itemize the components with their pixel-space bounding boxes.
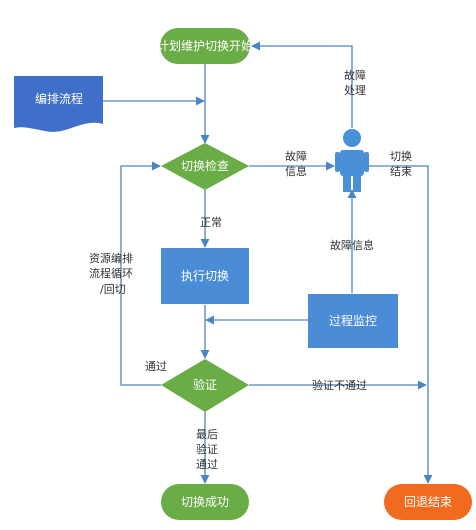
label-fault-info-a2: 信息 xyxy=(285,164,307,178)
label-loop-2: 流程循环 xyxy=(89,266,133,280)
label-final-3: 通过 xyxy=(196,458,218,471)
person-icon xyxy=(335,129,369,192)
label-passed: 通过 xyxy=(145,360,167,373)
label-switch-end-1: 切换 xyxy=(390,149,412,163)
orchestrate-document: 编排流程 xyxy=(14,76,103,132)
edge-person-rollback xyxy=(366,165,433,484)
label-switch-end-2: 结束 xyxy=(390,165,412,178)
rollback-node: 回退结束 xyxy=(384,484,472,520)
rollback-label: 回退结束 xyxy=(404,495,452,509)
edge-person-start xyxy=(251,41,353,128)
label-fault-info-b: 故障信息 xyxy=(330,238,374,252)
label-fault-handle-2: 处理 xyxy=(344,84,366,97)
execute-process: 执行切换 xyxy=(161,248,249,304)
label-final-2: 验证 xyxy=(196,442,218,456)
label-fault-handle-1: 故障 xyxy=(344,68,366,82)
label-not-passed: 验证不通过 xyxy=(312,378,367,392)
monitor-label: 过程监控 xyxy=(329,313,377,328)
start-label: 计划维护切换开始 xyxy=(157,39,253,53)
check-label: 切换检查 xyxy=(181,158,229,173)
check-decision: 切换检查 xyxy=(161,143,249,190)
success-label: 切换成功 xyxy=(181,495,229,509)
label-final-1: 最后 xyxy=(196,428,218,441)
execute-label: 执行切换 xyxy=(181,269,229,283)
orchestrate-label: 编排流程 xyxy=(35,91,83,106)
label-loop-1: 资源编排 xyxy=(89,251,133,265)
verify-decision: 验证 xyxy=(161,359,249,412)
verify-label: 验证 xyxy=(193,377,217,392)
label-loop-3: /回切 xyxy=(100,283,126,296)
label-fault-info-a1: 故障 xyxy=(285,149,307,163)
label-normal: 正常 xyxy=(200,216,222,229)
monitor-process: 过程监控 xyxy=(308,294,398,348)
start-node: 计划维护切换开始 xyxy=(157,28,253,64)
success-node: 切换成功 xyxy=(161,484,249,520)
edge-verify-loop xyxy=(120,161,161,386)
